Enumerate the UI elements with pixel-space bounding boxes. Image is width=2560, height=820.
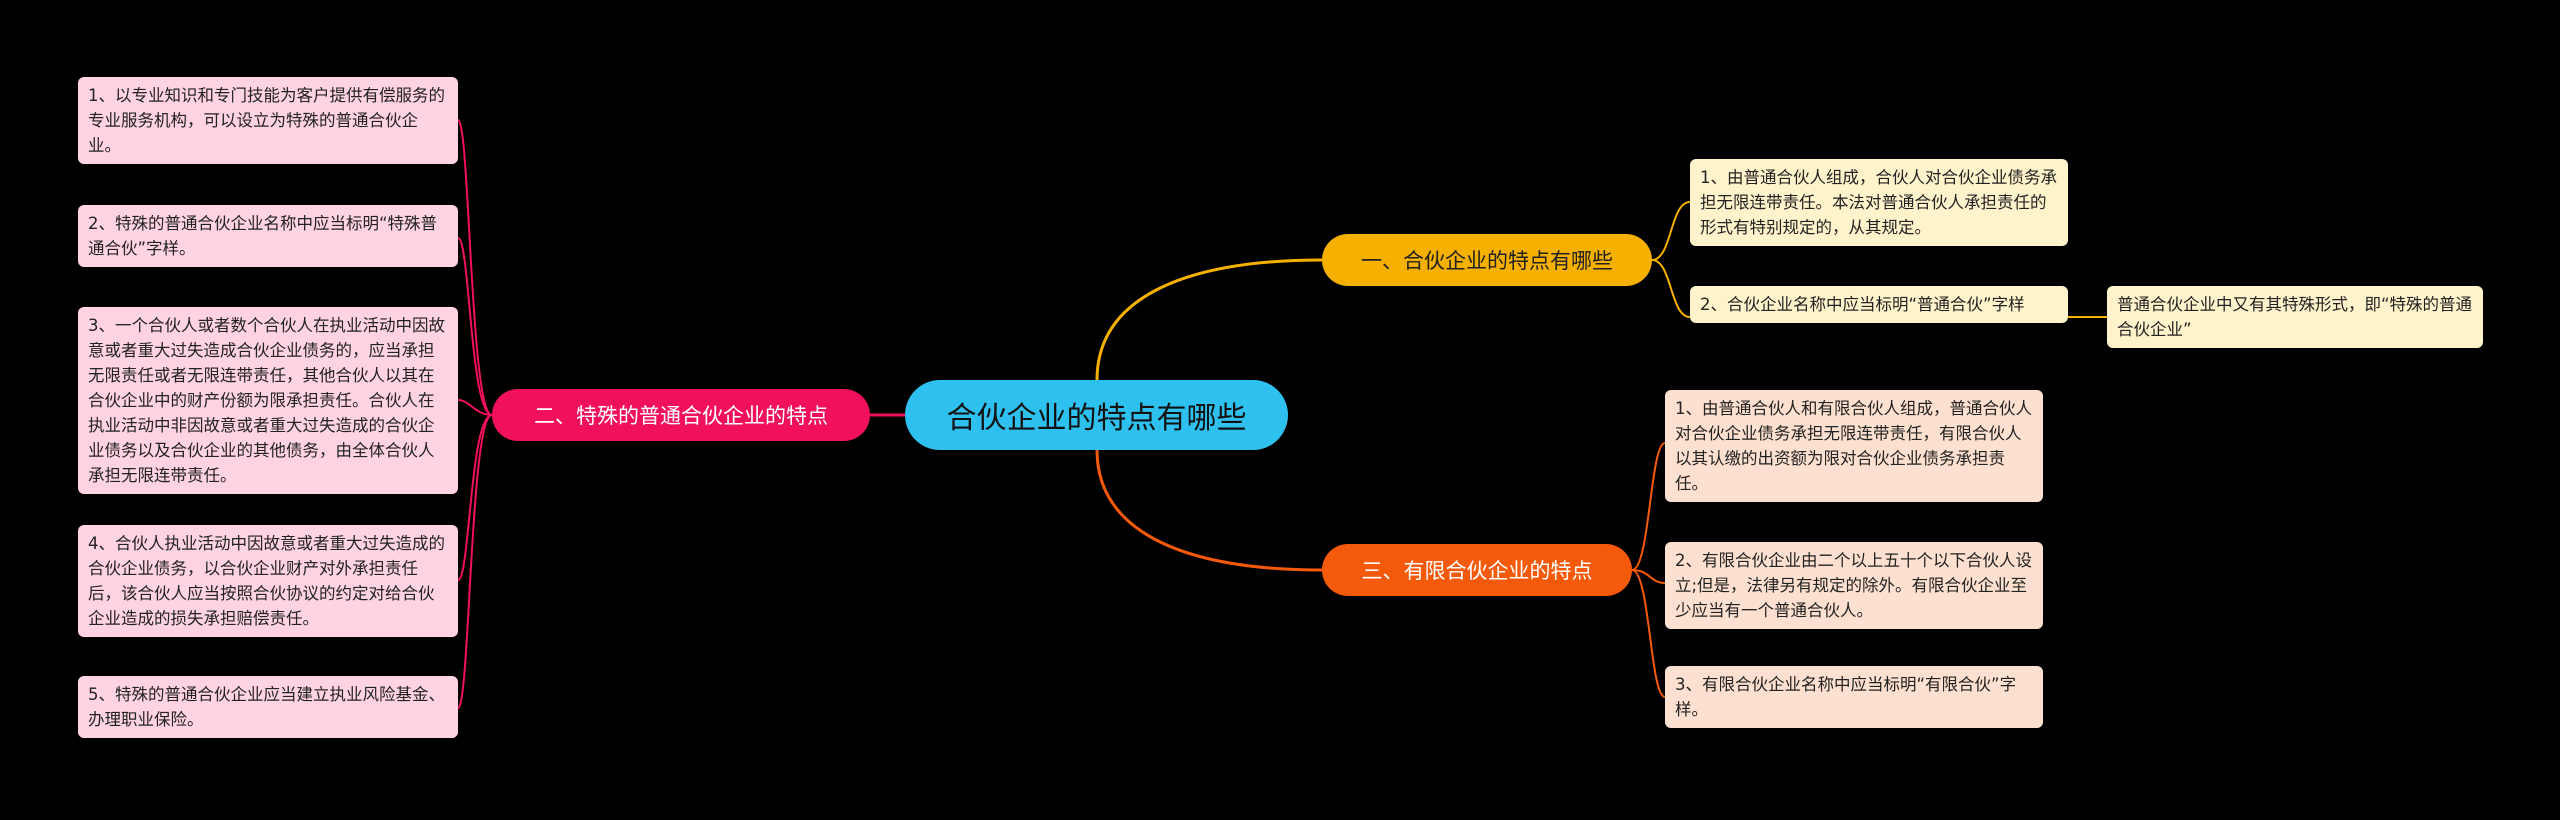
leaf-item[interactable]: 1、由普通合伙人组成，合伙人对合伙企业债务承担无限连带责任。本法对普通合伙人承担… bbox=[1690, 159, 2068, 246]
leaf-item[interactable]: 3、有限合伙企业名称中应当标明“有限合伙”字样。 bbox=[1665, 666, 2043, 728]
leaf-text: 3、有限合伙企业名称中应当标明“有限合伙”字样。 bbox=[1675, 675, 2017, 719]
branch-label: 三、有限合伙企业的特点 bbox=[1361, 559, 1593, 583]
leaf-text: 1、以专业知识和专门技能为客户提供有偿服务的专业服务机构，可以设立为特殊的普通合… bbox=[88, 86, 445, 155]
leaf-text: 2、合伙企业名称中应当标明“普通合伙”字样 bbox=[1700, 295, 2025, 314]
root-topic[interactable]: 合伙企业的特点有哪些 bbox=[905, 380, 1288, 450]
leaf-text: 普通合伙企业中又有其特殊形式，即“特殊的普通合伙企业” bbox=[2117, 295, 2473, 339]
leaf-text: 1、由普通合伙人和有限合伙人组成，普通合伙人对合伙企业债务承担无限连带责任，有限… bbox=[1675, 399, 2032, 493]
leaf-item[interactable]: 1、以专业知识和专门技能为客户提供有偿服务的专业服务机构，可以设立为特殊的普通合… bbox=[78, 77, 458, 164]
branch-label: 二、特殊的普通合伙企业的特点 bbox=[534, 404, 828, 428]
leaf-text: 3、一个合伙人或者数个合伙人在执业活动中因故意或者重大过失造成合伙企业债务的，应… bbox=[88, 316, 445, 485]
leaf-item[interactable]: 4、合伙人执业活动中因故意或者重大过失造成的合伙企业债务，以合伙企业财产对外承担… bbox=[78, 525, 458, 637]
leaf-text: 1、由普通合伙人组成，合伙人对合伙企业债务承担无限连带责任。本法对普通合伙人承担… bbox=[1700, 168, 2057, 237]
leaf-text: 5、特殊的普通合伙企业应当建立执业风险基金、办理职业保险。 bbox=[88, 685, 445, 729]
leaf-item[interactable]: 1、由普通合伙人和有限合伙人组成，普通合伙人对合伙企业债务承担无限连带责任，有限… bbox=[1665, 390, 2043, 502]
branch-label: 一、合伙企业的特点有哪些 bbox=[1361, 249, 1613, 273]
branch-partnership-features[interactable]: 一、合伙企业的特点有哪些 bbox=[1322, 234, 1652, 286]
leaf-text: 2、有限合伙企业由二个以上五十个以下合伙人设立;但是，法律另有规定的除外。有限合… bbox=[1675, 551, 2032, 620]
root-topic-label: 合伙企业的特点有哪些 bbox=[946, 401, 1247, 436]
leaf-item[interactable]: 3、一个合伙人或者数个合伙人在执业活动中因故意或者重大过失造成合伙企业债务的，应… bbox=[78, 307, 458, 494]
leaf-item[interactable]: 2、有限合伙企业由二个以上五十个以下合伙人设立;但是，法律另有规定的除外。有限合… bbox=[1665, 542, 2043, 629]
leaf-text: 2、特殊的普通合伙企业名称中应当标明“特殊普通合伙”字样。 bbox=[88, 214, 438, 258]
leaf-item[interactable]: 5、特殊的普通合伙企业应当建立执业风险基金、办理职业保险。 bbox=[78, 676, 458, 738]
branch-limited-partnership[interactable]: 三、有限合伙企业的特点 bbox=[1322, 544, 1632, 596]
leaf-item[interactable]: 2、特殊的普通合伙企业名称中应当标明“特殊普通合伙”字样。 bbox=[78, 205, 458, 267]
sub-leaf-item[interactable]: 普通合伙企业中又有其特殊形式，即“特殊的普通合伙企业” bbox=[2107, 286, 2483, 348]
branch-special-general-partnership[interactable]: 二、特殊的普通合伙企业的特点 bbox=[492, 389, 870, 441]
leaf-text: 4、合伙人执业活动中因故意或者重大过失造成的合伙企业债务，以合伙企业财产对外承担… bbox=[88, 534, 445, 628]
leaf-item[interactable]: 2、合伙企业名称中应当标明“普通合伙”字样 bbox=[1690, 286, 2068, 323]
